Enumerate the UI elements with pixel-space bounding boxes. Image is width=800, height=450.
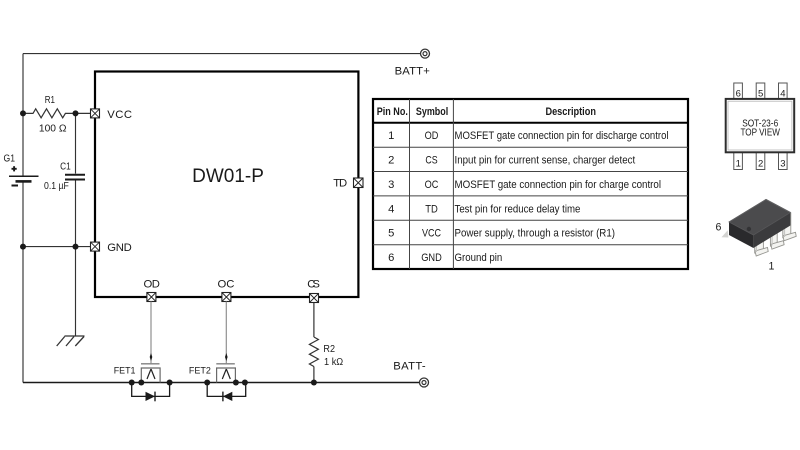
svg-text:Test pin for reduce delay time: Test pin for reduce delay time <box>455 203 581 215</box>
svg-text:GND: GND <box>421 252 442 264</box>
svg-text:C1: C1 <box>60 162 71 173</box>
svg-text:6: 6 <box>736 89 741 100</box>
svg-text:TOP VIEW: TOP VIEW <box>741 128 781 139</box>
svg-text:6: 6 <box>388 252 394 264</box>
svg-text:Description: Description <box>545 106 596 118</box>
svg-text:GND: GND <box>107 242 132 254</box>
svg-text:Ground pin: Ground pin <box>455 252 503 264</box>
svg-text:1: 1 <box>769 261 775 273</box>
svg-text:CS: CS <box>425 155 437 167</box>
svg-text:OC: OC <box>218 279 235 291</box>
svg-text:Input pin for current sense, c: Input pin for current sense, charger det… <box>455 155 636 167</box>
svg-text:TD: TD <box>333 178 347 190</box>
svg-text:100 Ω: 100 Ω <box>39 124 67 135</box>
svg-text:VCC: VCC <box>107 109 132 121</box>
svg-text:TD: TD <box>425 203 438 215</box>
svg-text:FET2: FET2 <box>189 366 211 377</box>
svg-text:FET1: FET1 <box>114 366 136 377</box>
svg-text:4: 4 <box>780 89 785 100</box>
svg-text:1 kΩ: 1 kΩ <box>324 357 344 368</box>
svg-text:VCC: VCC <box>422 228 441 240</box>
svg-text:DW01-P: DW01-P <box>192 166 264 187</box>
svg-text:MOSFET gate connection pin for: MOSFET gate connection pin for charge co… <box>455 179 662 191</box>
svg-text:Pin No.: Pin No. <box>377 106 408 118</box>
svg-text:2: 2 <box>758 158 763 169</box>
svg-text:5: 5 <box>758 89 763 100</box>
svg-text:4: 4 <box>388 203 394 215</box>
svg-text:MOSFET gate connection pin for: MOSFET gate connection pin for discharge… <box>455 130 669 142</box>
svg-text:3: 3 <box>388 179 394 191</box>
svg-text:G1: G1 <box>4 154 16 165</box>
svg-text:2: 2 <box>388 155 394 167</box>
svg-text:0.1 µF: 0.1 µF <box>44 181 69 192</box>
svg-text:3: 3 <box>780 158 785 169</box>
svg-text:6: 6 <box>715 221 721 233</box>
svg-text:BATT-: BATT- <box>393 361 426 373</box>
svg-text:OD: OD <box>143 279 160 291</box>
svg-text:BATT+: BATT+ <box>395 66 431 78</box>
svg-text:SOT-23-6: SOT-23-6 <box>742 118 778 129</box>
svg-text:Symbol: Symbol <box>416 106 448 118</box>
svg-text:OC: OC <box>425 179 439 191</box>
svg-text:1: 1 <box>388 130 394 142</box>
svg-text:5: 5 <box>388 228 394 240</box>
svg-text:R2: R2 <box>323 344 335 355</box>
svg-text:CS: CS <box>307 279 320 291</box>
svg-text:1: 1 <box>736 158 741 169</box>
svg-text:OD: OD <box>425 130 439 142</box>
svg-text:R1: R1 <box>45 95 56 106</box>
svg-text:Power supply, through a resist: Power supply, through a resistor (R1) <box>455 228 616 240</box>
